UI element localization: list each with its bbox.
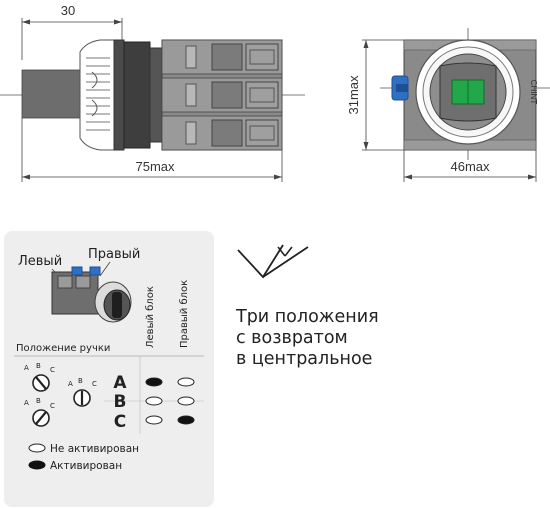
dimension-46max: 46max (403, 150, 537, 182)
description-line-2: с возвратом (236, 328, 348, 348)
legend-active-label: Активирован (50, 460, 122, 472)
dimension-75max: 75max (21, 118, 283, 182)
svg-text:B: B (78, 377, 83, 385)
switch-thumbnail (51, 266, 132, 323)
switch-symbol-icon (237, 244, 309, 279)
position-b-icon: A B C (68, 377, 97, 407)
svg-text:A: A (24, 364, 29, 372)
side-view-drawing: 30 (0, 3, 305, 182)
state-c-left (145, 415, 163, 425)
legend-inactive-label: Не активирован (50, 443, 139, 455)
row-b-label: B (114, 392, 127, 412)
col-left-block: Левый блок (145, 286, 156, 348)
collar (79, 39, 115, 151)
dimension-31max: 31max (346, 39, 404, 151)
contact-blocks (161, 39, 283, 151)
description-line-1: Три положения (236, 307, 379, 327)
svg-text:C: C (92, 380, 97, 388)
position-c-icon: A B C (24, 397, 55, 427)
legend-panel: Левый Правый Левый блок Правый блок Поло… (4, 231, 214, 507)
dim-31max-text: 31max (346, 75, 361, 115)
description-text: Три положения с возвратом в центральное (236, 307, 436, 370)
state-a-left (145, 377, 163, 387)
shaft (21, 69, 83, 119)
svg-text:B: B (36, 397, 41, 405)
svg-text:C: C (50, 366, 55, 374)
handle-position-label: Положение ручки (16, 343, 110, 354)
state-b-right (177, 396, 195, 406)
col-right-block: Правый блок (179, 280, 190, 348)
legend-active-symbol (28, 460, 46, 470)
dim-30-text: 30 (61, 3, 75, 18)
state-b-left (145, 396, 163, 406)
row-c-label: C (114, 412, 126, 432)
legend-inactive-symbol (28, 443, 46, 453)
svg-text:A: A (68, 380, 73, 388)
description-line-3: в центральное (236, 349, 373, 369)
label-left: Левый (18, 254, 62, 269)
brand-label: CHINT (529, 80, 538, 105)
state-a-right (177, 377, 195, 387)
state-c-right (177, 415, 195, 425)
svg-text:A: A (24, 399, 29, 407)
label-right: Правый (88, 247, 140, 262)
dim-46max-text: 46max (450, 159, 490, 174)
position-a-icon: A B C (24, 362, 55, 392)
svg-text:B: B (36, 362, 41, 370)
row-a-label: A (113, 373, 127, 393)
front-view-drawing: CHINT 31max 46max (346, 28, 550, 182)
svg-text:C: C (50, 402, 55, 410)
dim-75max-text: 75max (135, 159, 175, 174)
dimension-30: 30 (21, 3, 123, 60)
